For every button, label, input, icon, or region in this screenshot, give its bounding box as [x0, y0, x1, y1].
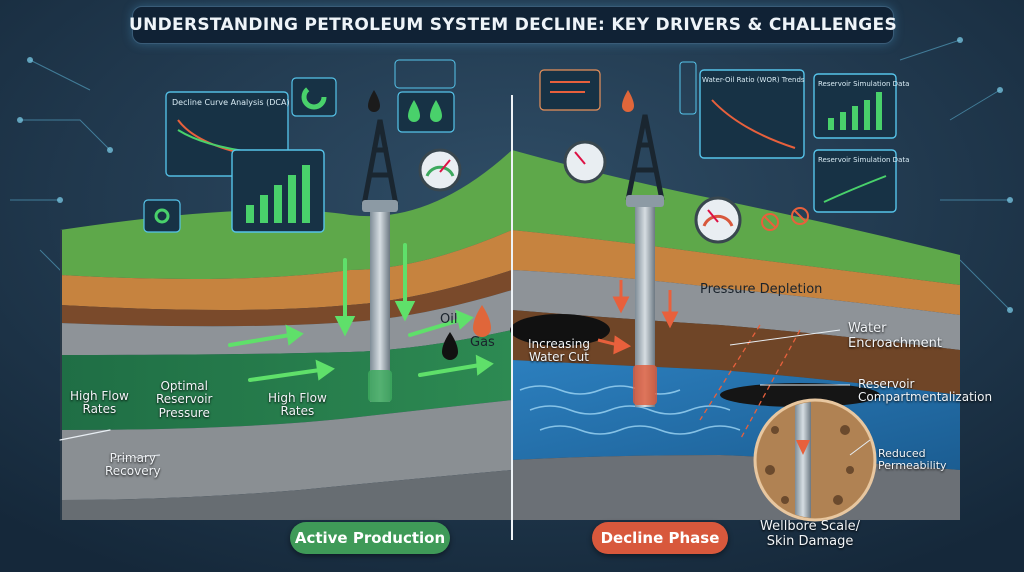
- left-flow-arrows: [59, 243, 494, 441]
- oil-label: Oil: [440, 312, 458, 327]
- no-symbol-icons: [761, 207, 809, 231]
- left-wellhead: [362, 200, 398, 212]
- panel-sim-1: [813, 73, 897, 139]
- left-gray-rock: [60, 290, 512, 355]
- water-encroachment-text: Water Encroachment: [848, 321, 942, 351]
- right-derrick: [625, 114, 665, 201]
- panel-line-right: [679, 61, 697, 115]
- water-encroachment-label: Water Encroachment: [848, 321, 942, 351]
- active-production-pill[interactable]: Active Production: [290, 522, 450, 554]
- left-base-rock: [60, 470, 512, 520]
- right-arrows: [597, 280, 679, 355]
- compartmentalization-label: Reservoir Compartmentalization: [858, 377, 993, 405]
- right-oil-layer: [512, 310, 960, 395]
- title-bar: UNDERSTANDING PETROLEUM SYSTEM DECLINE: …: [128, 6, 898, 44]
- panel-wor-title: Water-Oil Ratio (WOR) Trends: [702, 76, 805, 84]
- gas-label: Gas: [470, 335, 495, 350]
- panel-sim-1-title: Reservoir Simulation Data: [818, 80, 910, 88]
- dripping-orange-icon: [622, 90, 634, 112]
- primary-recovery-text: Primary Recovery: [105, 451, 161, 479]
- right-soil-layer: [512, 230, 960, 315]
- panel-sim-2: [813, 149, 897, 213]
- panel-drops: [397, 91, 455, 133]
- compartment-oil: [720, 383, 880, 407]
- oil-pocket: [510, 314, 610, 346]
- right-wellhead: [626, 195, 664, 207]
- primary-recovery-label: Primary Recovery: [105, 451, 161, 479]
- left-dark-soil: [60, 270, 512, 327]
- wellbore-scale-label: Wellbore Scale/ Skin Damage: [760, 519, 861, 549]
- increasing-water-cut-label: Increasing Water Cut: [528, 337, 590, 365]
- right-leader-lines: [699, 324, 801, 441]
- left-pressure-gauge-icon: [418, 148, 462, 192]
- left-well[interactable]: [361, 119, 399, 402]
- right-pressure-gauge-icon: [563, 140, 607, 184]
- decline-phase-pill[interactable]: Decline Phase: [592, 522, 728, 554]
- panel-sim-2-title: Reservoir Simulation Data: [818, 156, 910, 164]
- right-well[interactable]: [625, 114, 665, 407]
- depleted-gauge-icon: [694, 196, 742, 244]
- pressure-depletion-label: Pressure Depletion: [700, 282, 823, 297]
- reduced-permeability-label: Reduced Permeability: [878, 447, 947, 473]
- panel-small-orange: [539, 69, 601, 111]
- callout-lines: [109, 329, 871, 461]
- left-front-face: [60, 230, 62, 520]
- left-wellbore: [370, 212, 390, 402]
- high-flow-rates-outer: High Flow Rates: [70, 389, 129, 417]
- left-soil-layer: [60, 230, 512, 310]
- panel-dca-title: Decline Curve Analysis (DCA): [172, 98, 290, 107]
- right-wellbore: [635, 207, 655, 407]
- increasing-water-cut-text: Increasing Water Cut: [528, 337, 590, 365]
- gas-drop-icon: [473, 305, 491, 337]
- reduced-permeability-text: Reduced Permeability: [878, 447, 947, 473]
- page-title: UNDERSTANDING PETROLEUM SYSTEM DECLINE: …: [128, 15, 898, 35]
- wellbore-zoom-circle[interactable]: [753, 398, 877, 522]
- panel-donut-chart: [291, 77, 337, 117]
- high-flow-rates-inner: High Flow Rates: [268, 391, 327, 419]
- compartmentalization-text: Reservoir Compartmentalization: [858, 377, 993, 405]
- left-derrick: [361, 119, 399, 206]
- left-lower-rock: [60, 400, 512, 500]
- panel-line-lefttop: [394, 59, 456, 89]
- optimal-pressure-text: Optimal Reservoir Pressure: [156, 379, 213, 420]
- high-flow-rates-inner-text: High Flow Rates: [268, 391, 327, 419]
- high-flow-rates-outer-text: High Flow Rates: [70, 389, 129, 417]
- left-reservoir-zone: [60, 330, 512, 430]
- panel-wor-trends: [699, 69, 805, 159]
- wellbore-scale-text: Wellbore Scale/ Skin Damage: [760, 519, 861, 549]
- panel-mini-left: [143, 199, 181, 233]
- optimal-pressure-label: Optimal Reservoir Pressure: [156, 379, 213, 420]
- oil-drop-icon: [442, 332, 458, 360]
- panel-growth-chart: [231, 149, 325, 233]
- dripping-oil-icon: [368, 90, 380, 112]
- right-gray-rock: [512, 270, 960, 350]
